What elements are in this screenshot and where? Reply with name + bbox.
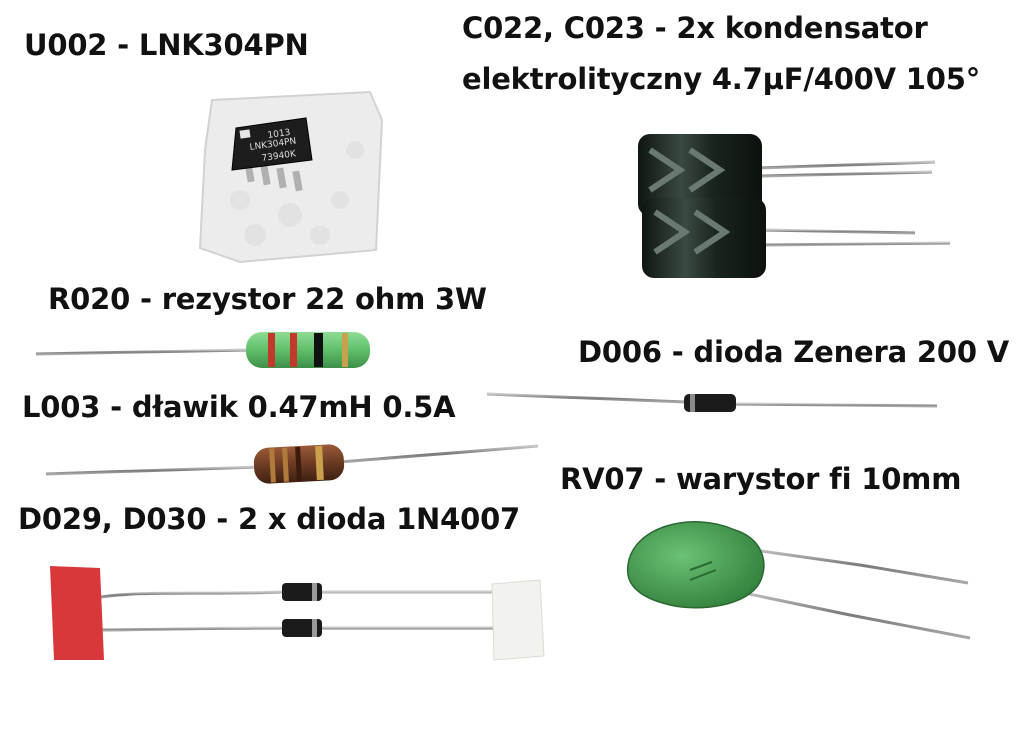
rectifier-diodes [50, 566, 545, 661]
label-c022-line2: elektrolityczny 4.7µF/400V 105° [462, 62, 981, 96]
capacitor-body [638, 134, 762, 216]
diode-body [684, 394, 736, 412]
white-tape [491, 579, 545, 661]
inductor [45, 444, 539, 484]
capacitor-body [642, 198, 766, 278]
label-d029: D029, D030 - 2 x dioda 1N4007 [18, 502, 521, 536]
resistor-body [246, 332, 370, 368]
varistor-body [626, 521, 765, 609]
label-u002: U002 - LNK304PN [24, 28, 309, 62]
zener-diode [486, 392, 938, 412]
red-tape [50, 566, 104, 660]
lnk304pn-chip: 1013 LNK304PN 73940K [198, 90, 384, 264]
chip-body [231, 117, 313, 171]
foam-block [198, 90, 384, 264]
resistor-3w [35, 332, 580, 368]
label-r020: R020 - rezystor 22 ohm 3W [48, 282, 487, 316]
chip-marking-1: 1013 [267, 128, 291, 141]
label-c022-line1: C022, C023 - 2x kondensator [462, 11, 928, 45]
label-rv07: RV07 - warystor fi 10mm [560, 462, 962, 496]
label-d006: D006 - dioda Zenera 200 V [578, 335, 1009, 369]
electrolytic-capacitors [638, 134, 951, 278]
chip-marking-3: 73940K [261, 149, 298, 164]
label-l003: L003 - dławik 0.47mH 0.5A [22, 390, 456, 424]
varistor [626, 521, 971, 640]
